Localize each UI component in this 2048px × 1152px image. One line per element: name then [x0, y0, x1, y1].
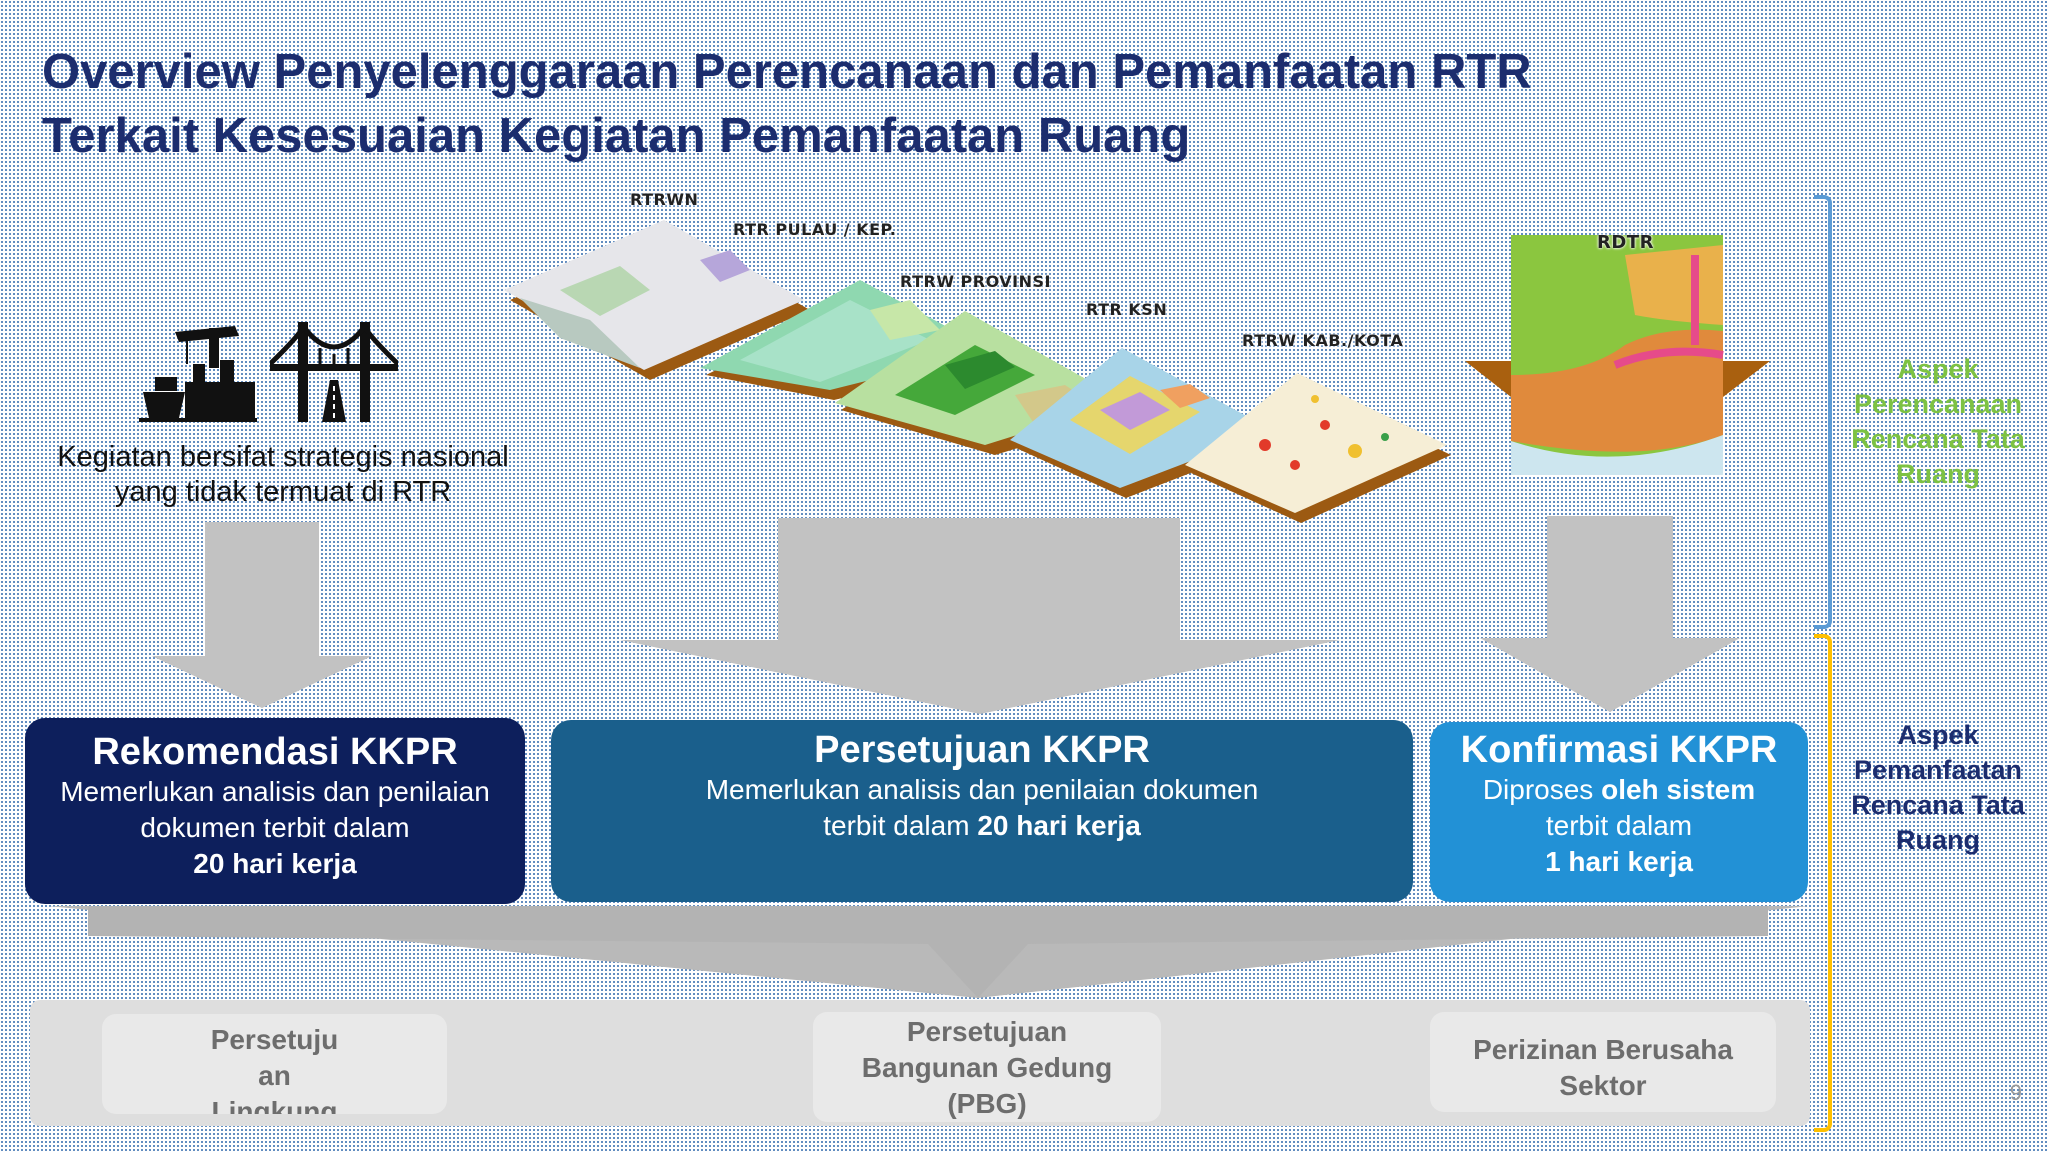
pbg-card: Persetujuan Bangunan Gedung (PBG): [813, 1012, 1161, 1122]
rdtr-map-image: [1465, 235, 1770, 480]
aspect-perencanaan-label: Aspek Perencanaan Rencana Tata Ruang: [1851, 354, 2025, 489]
aspect-pemanfaatan-label: Aspek Pemanfaatan Rencana Tata Ruang: [1851, 720, 2025, 855]
rtrwn-map-image: [500, 220, 820, 405]
rekomendasi-desc-line1: Memerlukan analisis dan penilaian: [60, 776, 490, 807]
rtrw-kab-kota-map-image: [1185, 355, 1455, 530]
arrow-down-rekomendasi: [152, 522, 372, 708]
page-number: 9: [2009, 1080, 2022, 1105]
konfirmasi-kkpr-box: Konfirmasi KKPR Diproses oleh sistem ter…: [1430, 722, 1808, 902]
rtrw-provinsi-label: RTRW PROVINSI: [900, 272, 1051, 291]
perizinan-berusaha-card: Perizinan Berusaha Sektor: [1430, 1012, 1776, 1112]
arrow-merge-down: [48, 906, 1808, 998]
bridge-icon: [268, 318, 400, 427]
persetujuan-duration: 20 hari kerja: [977, 810, 1141, 841]
rtrw-kab-kota-label: RTRW KAB./KOTA: [1242, 331, 1404, 350]
rekomendasi-title: Rekomendasi KKPR: [92, 731, 458, 773]
arrow-down-konfirmasi: [1480, 516, 1740, 712]
pbg-label: Persetujuan Bangunan Gedung (PBG): [861, 1016, 1113, 1119]
title-line-2: Terkait Kesesuaian Kegiatan Pemanfaatan …: [42, 109, 1191, 163]
perencanaan-bracket: [1814, 195, 1832, 629]
rekomendasi-desc-line2: dokumen terbit dalam: [140, 812, 410, 843]
persetujuan-desc-line1: Memerlukan analisis dan penilaian dokume…: [705, 774, 1259, 805]
persetujuan-title: Persetujuan KKPR: [814, 729, 1150, 771]
rdtr-label: RDTR: [1597, 232, 1654, 253]
rekomendasi-kkpr-box: Rekomendasi KKPR Memerlukan analisis dan…: [25, 718, 525, 904]
page-title: Overview Penyelenggaraan Perencanaan dan…: [42, 40, 1742, 168]
persetujuan-lingkungan-label: Persetuju an Lingkung an: [210, 1024, 339, 1114]
port-crane-icon: [135, 322, 260, 427]
title-line-1: Overview Penyelenggaraan Perencanaan dan…: [42, 45, 1532, 99]
rtr-pulau-label: RTR PULAU / KEP.: [733, 220, 897, 239]
konfirmasi-desc-pre: Diproses: [1482, 774, 1594, 805]
strategic-activity-text: Kegiatan bersifat strategis nasional yan…: [57, 441, 509, 508]
persetujuan-desc-line2: terbit dalam: [823, 810, 970, 841]
perizinan-berusaha-label: Perizinan Berusaha Sektor: [1473, 1034, 1733, 1101]
konfirmasi-title: Konfirmasi KKPR: [1460, 729, 1778, 771]
persetujuan-kkpr-box: Persetujuan KKPR Memerlukan analisis dan…: [551, 720, 1413, 902]
konfirmasi-desc-bold: oleh sistem: [1601, 774, 1756, 805]
rtr-ksn-label: RTR KSN: [1086, 300, 1168, 319]
konfirmasi-desc-line2: terbit dalam: [1545, 810, 1693, 841]
pemanfaatan-bracket: [1814, 634, 1832, 1132]
persetujuan-lingkungan-card: Persetuju an Lingkung an: [102, 1014, 447, 1114]
konfirmasi-duration: 1 hari kerja: [1545, 846, 1693, 877]
rekomendasi-duration: 20 hari kerja: [193, 848, 357, 879]
arrow-down-persetujuan: [620, 518, 1340, 714]
rtrwn-label: RTRWN: [630, 190, 699, 209]
